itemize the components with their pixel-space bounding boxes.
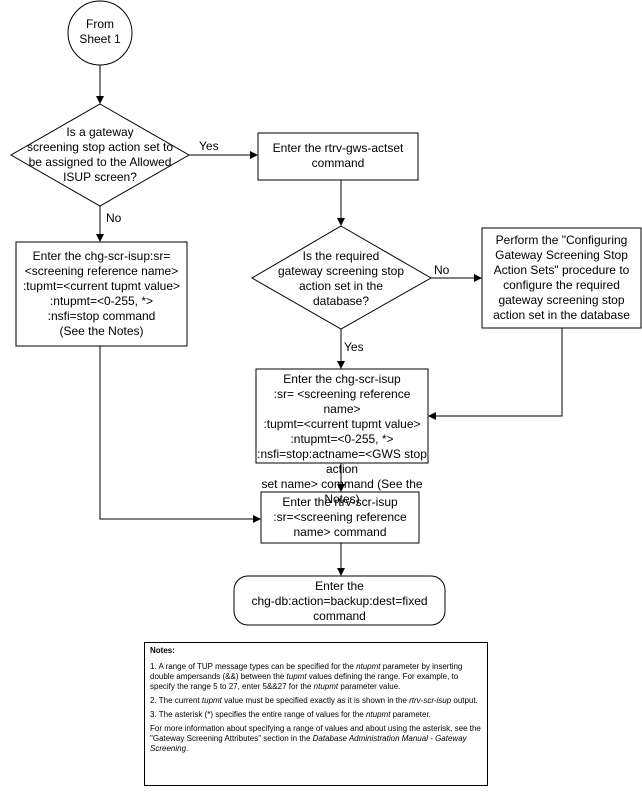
rtrv-gws-actset-line1: Enter the rtrv-gws-actset <box>258 141 418 156</box>
rtrv-scr-isup-box <box>260 491 420 544</box>
note-text: 2. The current <box>150 696 202 705</box>
backup-command-box <box>233 575 446 626</box>
backup-line3: command <box>313 609 366 623</box>
chg-no-actset-line4: :ntupmt=<0-255, *> <box>49 294 154 308</box>
rtrv-isup-line3: name> command <box>261 525 419 540</box>
arrow-configure-to-chg <box>428 328 563 420</box>
command-name: chg-scr-isup:sr= <box>84 249 171 263</box>
note-text: parameter value. <box>338 682 401 691</box>
start-label: From Sheet 1 <box>68 17 132 47</box>
decision1-line: Is a gateway <box>66 125 134 139</box>
note-text: parameter. <box>390 710 431 719</box>
command-name: rtrv-gws-actset <box>324 141 404 155</box>
chg-scr-isup-actset-text: Enter the chg-scr-isup :sr= <screening r… <box>256 372 428 507</box>
decision2-no-label: No <box>434 263 450 277</box>
decision1-question: Is a gateway screening stop action set t… <box>20 125 180 185</box>
chg-scr-isup-no-actset-text: Enter the chg-scr-isup:sr= <screening re… <box>16 249 187 339</box>
start-line1: From <box>86 17 114 31</box>
rtrv-gws-actset-box <box>257 132 419 181</box>
decision1-line: ISUP screen? <box>63 170 137 184</box>
note-param: ntupmt <box>356 662 381 671</box>
note-text: output. <box>451 696 478 705</box>
chg-scr-isup-actset-box <box>255 368 429 464</box>
note-text: . <box>186 744 189 753</box>
rtrv-gws-actset-text: Enter the rtrv-gws-actset command <box>258 141 418 171</box>
backup-line1: Enter the <box>315 579 364 593</box>
note-param: ntupmt <box>365 710 391 719</box>
note-3: 3. The asterisk (*) specifies the entire… <box>150 710 482 720</box>
note-text: For more information about specifying a … <box>150 724 481 743</box>
decision1-line: screening stop action set to <box>26 140 174 154</box>
decision1-no-label: No <box>106 211 122 225</box>
note-param: tupmt <box>286 672 307 681</box>
decision2-line: gateway screening stop <box>277 264 405 278</box>
notes-title: Notes: <box>150 646 175 655</box>
decision1-yes-label: Yes <box>199 139 219 153</box>
chg-actset-line1: Enter the chg-scr-isup <box>256 372 428 387</box>
arrow-chg-left-to-rtrv <box>99 346 261 523</box>
chg-actset-line2: :sr= <screening reference name> <box>273 387 411 416</box>
decision1-line: be assigned to the Allowed <box>28 155 172 169</box>
decision2-line: Is the required <box>302 249 380 263</box>
decision2-yes-label: Yes <box>344 340 364 354</box>
configure-actset-box <box>481 227 642 329</box>
note-manual-title: Database Administration Manual - Gateway… <box>150 734 467 753</box>
decision2-line: database? <box>312 294 370 308</box>
rtrv-isup-line2: :sr=<screening reference <box>273 510 407 524</box>
chg-no-actset-line5: :nsfi=stop command <box>16 309 187 324</box>
chg-no-actset-line2: <screening reference name> <box>24 264 179 278</box>
note-2: 2. The current tupmt value must be speci… <box>150 696 482 706</box>
chg-actset-line4: :ntupmt=<0-255, *> <box>290 432 394 446</box>
note-param: tupmt <box>201 696 222 705</box>
chg-no-actset-line1: Enter the chg-scr-isup:sr= <box>16 249 187 264</box>
rtrv-isup-line1: Enter the rtrv-scr-isup <box>261 495 419 510</box>
text-enter-the: Enter the <box>272 141 325 155</box>
decision2-line: action set in the <box>298 279 384 293</box>
configure-line: action set in the database <box>493 308 630 322</box>
configure-line: gateway screening stop <box>498 293 625 307</box>
chg-no-actset-line3: :tupmt=<current tupmt value> <box>22 279 181 293</box>
text-command-see-notes: command (See the Notes) <box>317 477 423 506</box>
chg-actset-line5: :nsfi=stop:actname=<GWS stop action <box>257 447 427 476</box>
notes-box: Notes: 1. A range of TUP message types c… <box>144 642 488 786</box>
param-set-name: set name> <box>261 477 318 491</box>
configure-line: Perform the "Configuring <box>495 233 628 247</box>
text-enter-the: Enter the <box>32 249 85 263</box>
rtrv-scr-isup-text: Enter the rtrv-scr-isup :sr=<screening r… <box>261 495 419 540</box>
chg-no-actset-line6: (See the Notes) <box>59 324 144 338</box>
backup-line2: chg-db:action=backup:dest=fixed <box>251 594 428 608</box>
note-4: For more information about specifying a … <box>150 724 482 754</box>
decision2-question: Is the required gateway screening stop a… <box>266 249 416 309</box>
backup-command-text: Enter the chg-db:action=backup:dest=fixe… <box>234 579 445 624</box>
text-command: command <box>99 309 156 323</box>
text-enter-the: Enter the <box>282 495 335 509</box>
note-text: 1. A range of TUP message types can be s… <box>150 662 357 671</box>
configure-line: Gateway Screening Stop <box>495 248 628 262</box>
configure-line: Action Sets" procedure to <box>493 263 630 277</box>
note-text: value must be specified exactly as it is… <box>221 696 410 705</box>
param-name: name> <box>293 525 331 539</box>
chg-scr-isup-no-actset-box <box>15 241 188 347</box>
command-name: rtrv-scr-isup <box>334 495 398 509</box>
start-line2: Sheet 1 <box>79 32 121 46</box>
chg-actset-line3: :tupmt=<current tupmt value> <box>263 417 421 431</box>
note-text: parameter by inserting double ampersands… <box>150 662 463 681</box>
configure-line: configure the required <box>503 278 620 292</box>
note-param: ntupmt <box>313 682 339 691</box>
configure-actset-text: Perform the "Configuring Gateway Screeni… <box>482 233 641 323</box>
text-command: command <box>330 525 387 539</box>
rtrv-gws-actset-line2: command <box>311 156 365 170</box>
param-nsfi: :nsfi=stop <box>47 309 100 323</box>
note-param: rtrv-scr-isup <box>409 696 452 705</box>
note-1: 1. A range of TUP message types can be s… <box>150 662 482 692</box>
text-enter-the: Enter the <box>283 372 336 386</box>
chg-actset-line6: set name> command (See the Notes) <box>256 477 428 507</box>
command-name: chg-scr-isup <box>335 372 401 386</box>
note-text: values defining the range. For example, … <box>150 672 459 691</box>
note-text: 3. The asterisk (*) specifies the entire… <box>150 710 366 719</box>
